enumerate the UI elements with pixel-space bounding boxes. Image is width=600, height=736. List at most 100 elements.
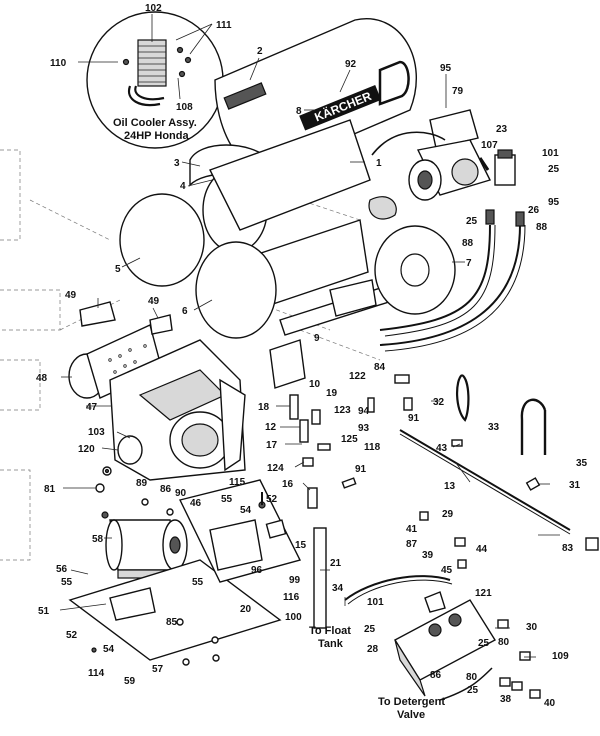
part-label: 52 — [66, 630, 78, 641]
part-label: 5 — [115, 264, 121, 275]
part-label: 28 — [367, 644, 379, 655]
pipe-21 — [313, 527, 327, 629]
part-label: 26 — [528, 205, 540, 216]
part-label: 80 — [498, 637, 510, 648]
part-label: 59 — [124, 676, 136, 687]
part-label: 1 — [376, 158, 382, 169]
detergent-caption: To Detergent — [378, 696, 445, 708]
part-label: 102 — [145, 3, 162, 14]
bracket-9 — [269, 339, 306, 389]
part-label: 101 — [367, 597, 384, 608]
pressure-pump — [394, 591, 496, 697]
part-label: 100 — [285, 612, 302, 623]
part-label: 7 — [466, 258, 472, 269]
part-label: 55 — [221, 494, 233, 505]
part-label: 88 — [462, 238, 474, 249]
oil-cooler-inset: Oil Cooler Assy. 24HP Honda — [86, 11, 224, 149]
part-label: 9 — [314, 333, 320, 344]
part-label: 88 — [536, 222, 548, 233]
part-label: 38 — [500, 694, 512, 705]
part-label: 90 — [175, 488, 187, 499]
part-label: 111 — [216, 20, 232, 31]
part-label: 18 — [258, 402, 270, 413]
box-52 — [109, 587, 156, 621]
end-cap-5 — [119, 193, 205, 287]
part-label: 89 — [136, 478, 148, 489]
base-plate-59 — [68, 559, 282, 661]
part-labels: 102 111 110 108 2 92 95 79 8 23 107 101 … — [36, 3, 588, 709]
part-label: 3 — [174, 158, 180, 169]
part-label: 43 — [436, 443, 448, 454]
part-label: 91 — [408, 413, 420, 424]
part-label: 120 — [78, 444, 95, 455]
part-label: 46 — [190, 498, 202, 509]
part-label: 54 — [103, 644, 115, 655]
part-label: 94 — [358, 406, 370, 417]
part-label: 118 — [364, 442, 381, 453]
part-label: 95 — [440, 63, 452, 74]
oil-cooler-caption-2: 24HP Honda — [124, 130, 189, 142]
part-label: 30 — [526, 622, 538, 633]
part-label: 31 — [569, 480, 581, 491]
heater-drum: KÄRCHER — [189, 18, 417, 191]
oil-cooler-caption: Oil Cooler Assy. — [113, 117, 197, 129]
part-label: 16 — [282, 479, 294, 490]
part-label: 123 — [334, 405, 351, 416]
part-label: 29 — [442, 509, 454, 520]
part-label: 4 — [180, 181, 186, 192]
generator-motor — [101, 511, 188, 579]
part-label: 57 — [152, 664, 164, 675]
part-label: 52 — [266, 494, 278, 505]
drum-window — [378, 60, 410, 106]
part-label: 99 — [289, 575, 301, 586]
part-label: 121 — [475, 588, 492, 599]
part-label: 12 — [265, 422, 277, 433]
part-label: 56 — [56, 564, 68, 575]
fuel-filter-23 — [494, 154, 516, 186]
part-label: 101 — [542, 148, 559, 159]
part-label: 114 — [88, 668, 105, 679]
part-label: 39 — [422, 550, 434, 561]
hoses — [313, 374, 571, 701]
oil-cooler-core — [137, 39, 167, 87]
part-label: 2 — [257, 46, 263, 57]
part-label: 103 — [88, 427, 105, 438]
part-49-left — [79, 301, 116, 327]
part-label: 125 — [341, 434, 358, 445]
part-label: 51 — [38, 606, 50, 617]
engine-assembly — [68, 301, 246, 481]
part-label: 15 — [295, 540, 307, 551]
part-label: 108 — [176, 102, 193, 113]
part-label: 109 — [552, 651, 569, 662]
part-label: 93 — [358, 423, 370, 434]
part-label: 87 — [406, 539, 418, 550]
part-label: 55 — [61, 577, 73, 588]
part-label: 19 — [326, 388, 338, 399]
part-label: 81 — [44, 484, 56, 495]
part-label: 10 — [309, 379, 321, 390]
part-label: 107 — [481, 140, 498, 151]
part-label: 8 — [296, 106, 302, 117]
part-label: 79 — [452, 86, 464, 97]
part-label: 86 — [160, 484, 172, 495]
part-label: 40 — [544, 698, 556, 709]
part-label: 116 — [283, 592, 300, 603]
part-label: 95 — [548, 197, 560, 208]
fittings — [91, 374, 599, 699]
part-label: 49 — [148, 296, 160, 307]
part-label: 41 — [406, 524, 418, 535]
part-label: 92 — [345, 59, 357, 70]
part-label: 44 — [476, 544, 488, 555]
part-label: 96 — [251, 565, 263, 576]
part-label: 54 — [240, 505, 252, 516]
fuel-hoses — [379, 209, 526, 352]
part-label: 25 — [364, 624, 376, 635]
part-label: 55 — [192, 577, 204, 588]
destination-captions: To Float Tank To Detergent Valve — [309, 625, 445, 721]
base-plates — [68, 479, 302, 661]
part-label: 85 — [166, 617, 178, 628]
part-label: 48 — [36, 373, 48, 384]
end-cap-6 — [195, 241, 277, 339]
part-label: 58 — [92, 534, 104, 545]
